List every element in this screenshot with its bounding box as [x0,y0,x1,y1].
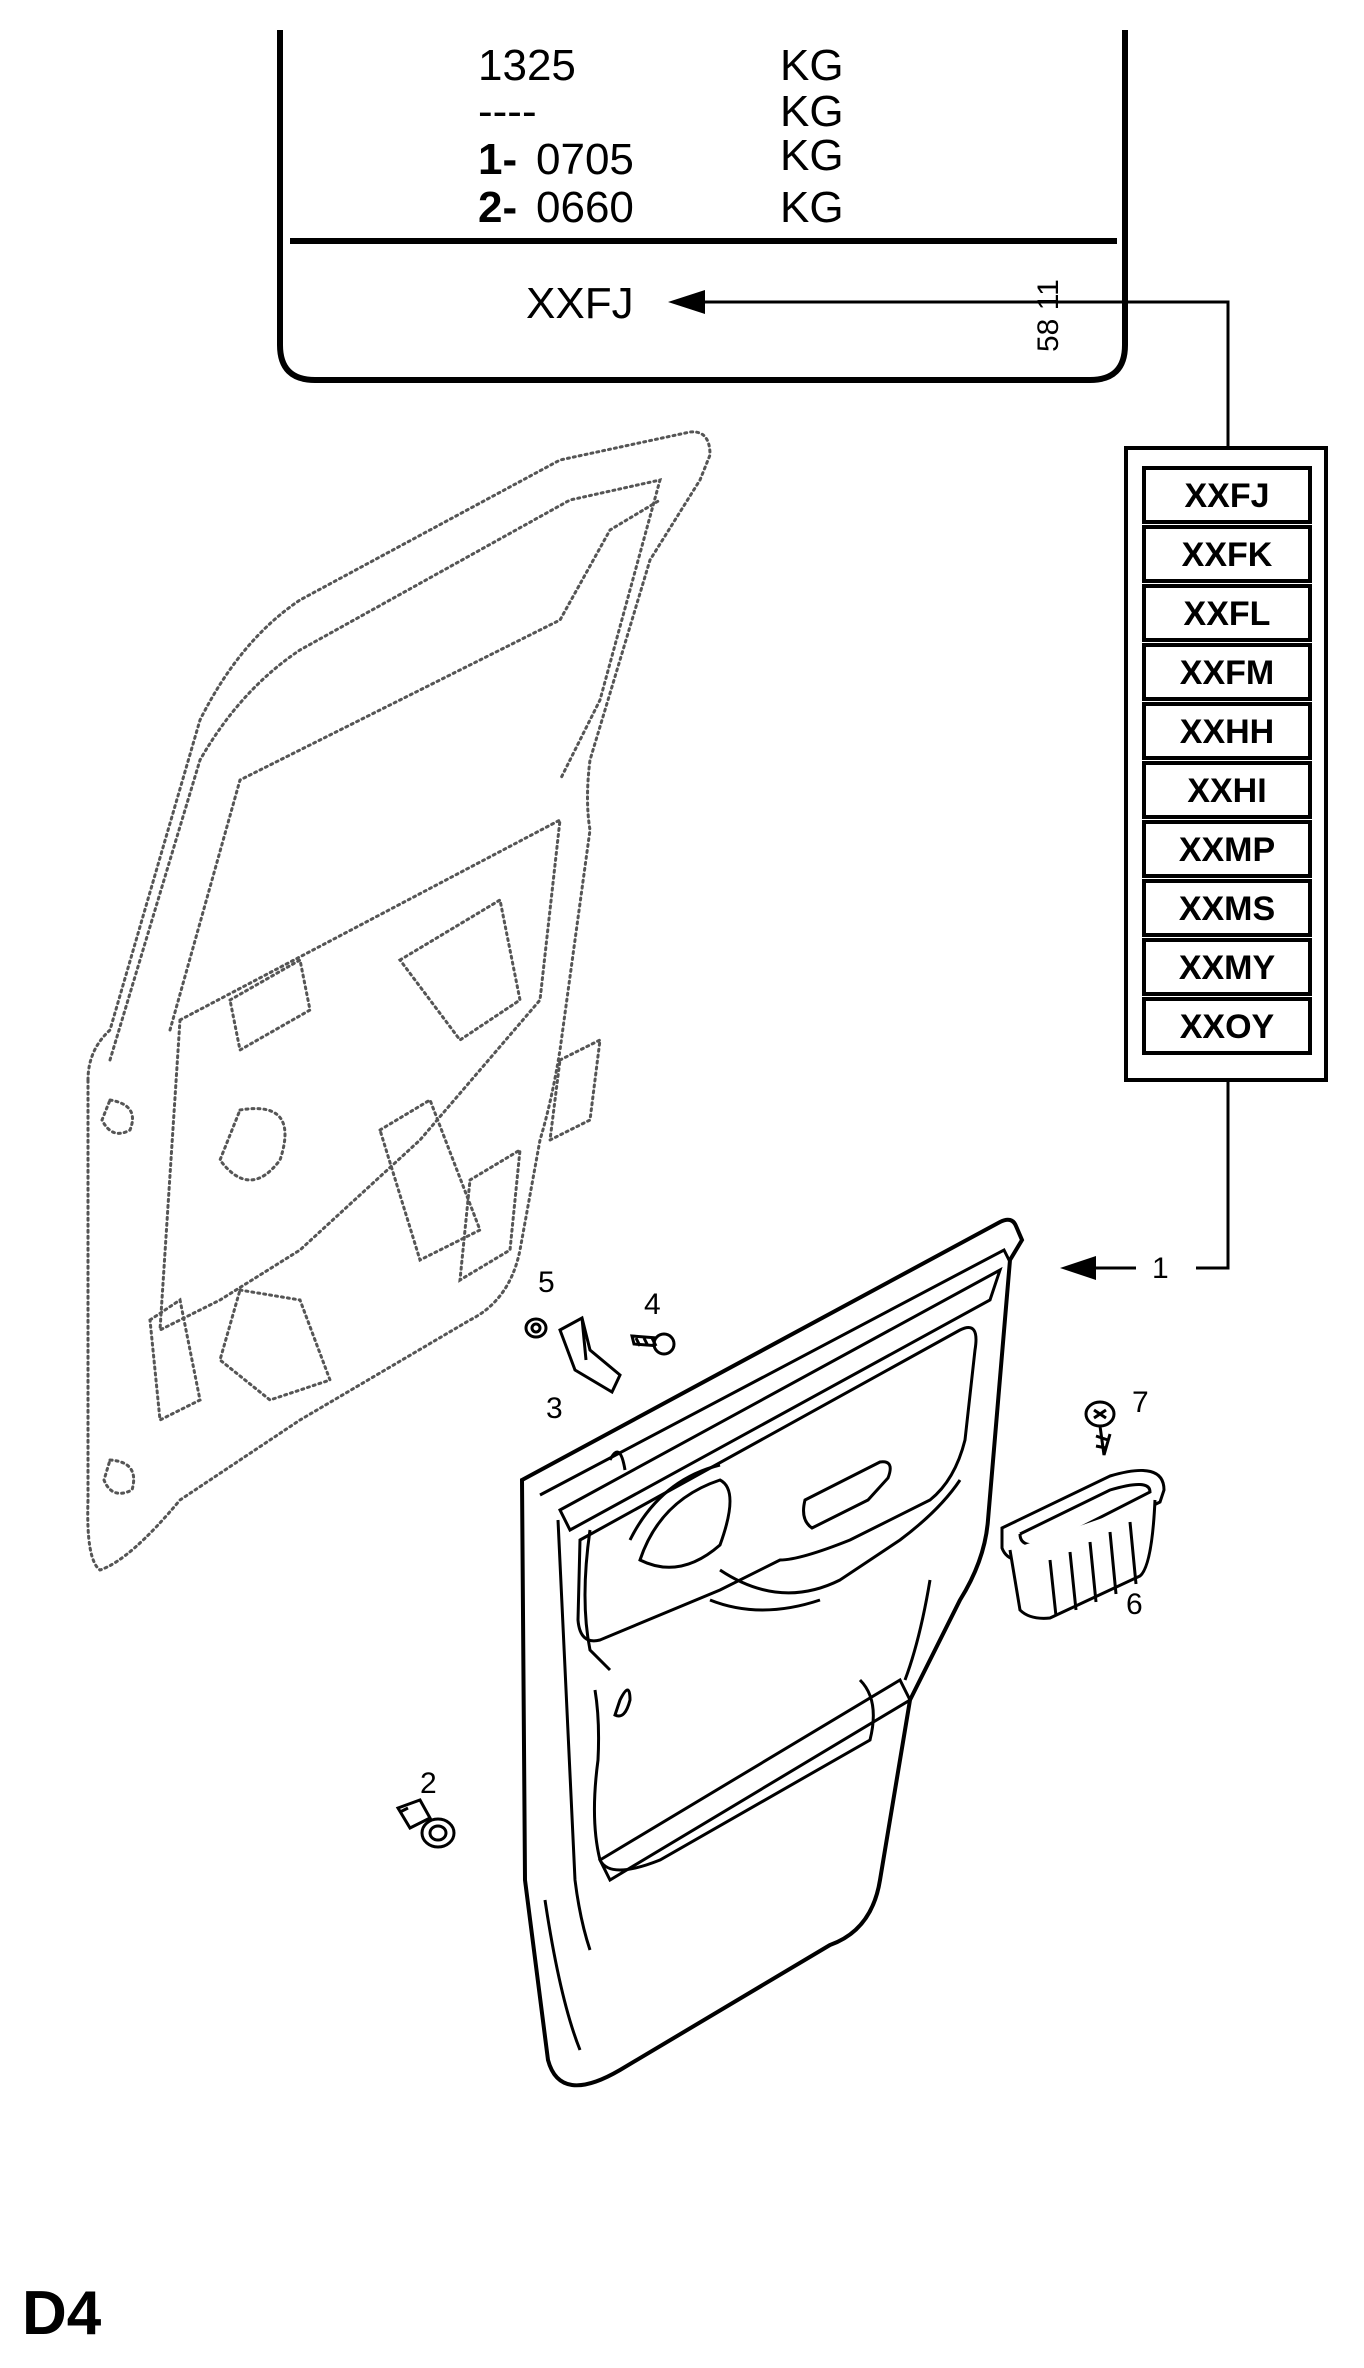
callout-label: 4 [644,1288,661,1321]
spec-row-unit: KG [780,131,844,180]
code-cell: XXFJ [1142,466,1312,524]
code-cell-label: XXOY [1180,1008,1275,1046]
code-cell-frame [1142,879,1312,937]
callout-label: 7 [1132,1386,1149,1419]
spec-row: 1325 KG [478,41,844,90]
code-cell: XXOY [1142,997,1312,1055]
code-cell-frame [1142,702,1312,760]
spec-row-prefix: 1- [478,135,517,184]
code-cell-label: XXFL [1184,595,1271,633]
bracket-icon [558,1315,622,1395]
code-list-leader [1196,1080,1230,1270]
code-cell: XXHH [1142,702,1312,760]
door-trim-panel [519,1217,1025,2088]
callout-label: 3 [546,1392,563,1425]
spec-row-value: 0660 [536,183,634,232]
spec-row-value: 0705 [536,135,634,184]
code-cell: XXFM [1142,643,1312,701]
spec-row-value: ---- [478,87,537,136]
code-cell-label: XXFK [1182,536,1273,574]
callout-label: 5 [538,1266,555,1299]
spec-panel: 1325 KG ---- KG 1- 0705 KG 2- 0660 KG XX… [277,30,1230,450]
screw-icon [1084,1400,1116,1456]
spec-row-unit: KG [780,183,844,232]
spec-row: ---- KG [478,87,844,136]
code-cell-label: XXHI [1187,772,1266,810]
screw-icon [630,1332,676,1356]
code-cell-frame [1142,820,1312,878]
code-cell-frame [1142,938,1312,996]
callout-label: 1 [1152,1252,1169,1285]
code-cell-label: XXHH [1180,713,1274,751]
callout-label: 2 [420,1767,437,1800]
spec-row: 1- 0705 KG [478,131,844,184]
code-cell-frame [1142,997,1312,1055]
page-label: D4 [22,2279,102,2348]
push-clip-icon [395,1798,456,1849]
code-cell: XXMY [1142,938,1312,996]
spec-row-unit: KG [780,87,844,136]
callout-1: 1 [1060,1252,1169,1285]
code-cell-frame [1142,584,1312,642]
code-cell: XXFK [1142,525,1312,583]
code-cell-label: XXMS [1179,890,1275,928]
code-list: XXFJ XXFK XXFL XXFM XXHH XXHI XXMP XXMS XXMY XXOY [1124,446,1328,1270]
code-cell-label: XXFM [1180,654,1274,692]
spec-code-label: XXFJ [526,279,634,328]
nut-icon [524,1317,548,1339]
code-cell-label: XXMY [1179,949,1276,987]
arrowhead-icon [1060,1256,1096,1280]
storage-pocket-icon [1000,1468,1166,1620]
code-cell-label: XXFJ [1184,477,1269,515]
code-cell: XXMS [1142,879,1312,937]
code-cell: XXHI [1142,761,1312,819]
callout-label: 6 [1126,1588,1143,1621]
spec-row: 2- 0660 KG [478,183,844,232]
spec-row-prefix: 2- [478,183,517,232]
code-cell-frame [1142,643,1312,701]
code-cell: XXMP [1142,820,1312,878]
spec-row-unit: KG [780,41,844,90]
spec-ref-number: 58 11 [1032,279,1065,352]
spec-panel-frame [277,30,1128,383]
code-cell: XXFL [1142,584,1312,642]
code-arrow-line [700,300,1230,450]
code-cell-frame [1142,466,1312,524]
arrowhead-icon [668,290,705,314]
code-cell-label: XXMP [1179,831,1275,869]
spec-row-value: 1325 [478,41,576,90]
code-cell-frame [1142,761,1312,819]
door-frame-outline [86,430,712,1572]
code-cell-frame [1142,525,1312,583]
